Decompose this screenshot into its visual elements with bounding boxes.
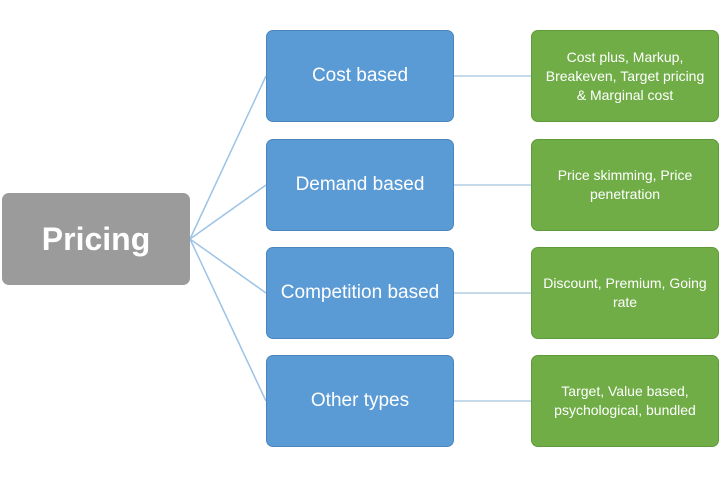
category-node-demand-based: Demand based (266, 139, 454, 231)
category-label: Competition based (280, 282, 440, 303)
detail-text: Cost plus, Markup, Breakeven, Target pri… (545, 48, 705, 103)
detail-node-cost-based: Cost plus, Markup, Breakeven, Target pri… (531, 30, 719, 122)
connector-root-demand (189, 184, 267, 240)
detail-text: Discount, Premium, Going rate (543, 275, 707, 310)
category-label: Cost based (311, 65, 409, 86)
category-node-other-types: Other types (266, 355, 454, 447)
category-label: Other types (310, 390, 410, 411)
root-label: Pricing (41, 220, 151, 257)
detail-text: Target, Value based, psychological, bund… (554, 383, 696, 418)
category-node-cost-based: Cost based (266, 30, 454, 122)
detail-text: Price skimming, Price penetration (557, 167, 693, 202)
category-node-competition-based: Competition based (266, 247, 454, 339)
connector-root-cost (189, 75, 267, 240)
detail-node-other-types: Target, Value based, psychological, bund… (531, 355, 719, 447)
root-node-pricing: Pricing (2, 193, 190, 285)
connector-root-competition (189, 238, 267, 294)
connector-root-other (189, 238, 267, 402)
detail-node-demand-based: Price skimming, Price penetration (531, 139, 719, 231)
detail-node-competition-based: Discount, Premium, Going rate (531, 247, 719, 339)
category-label: Demand based (295, 174, 425, 195)
